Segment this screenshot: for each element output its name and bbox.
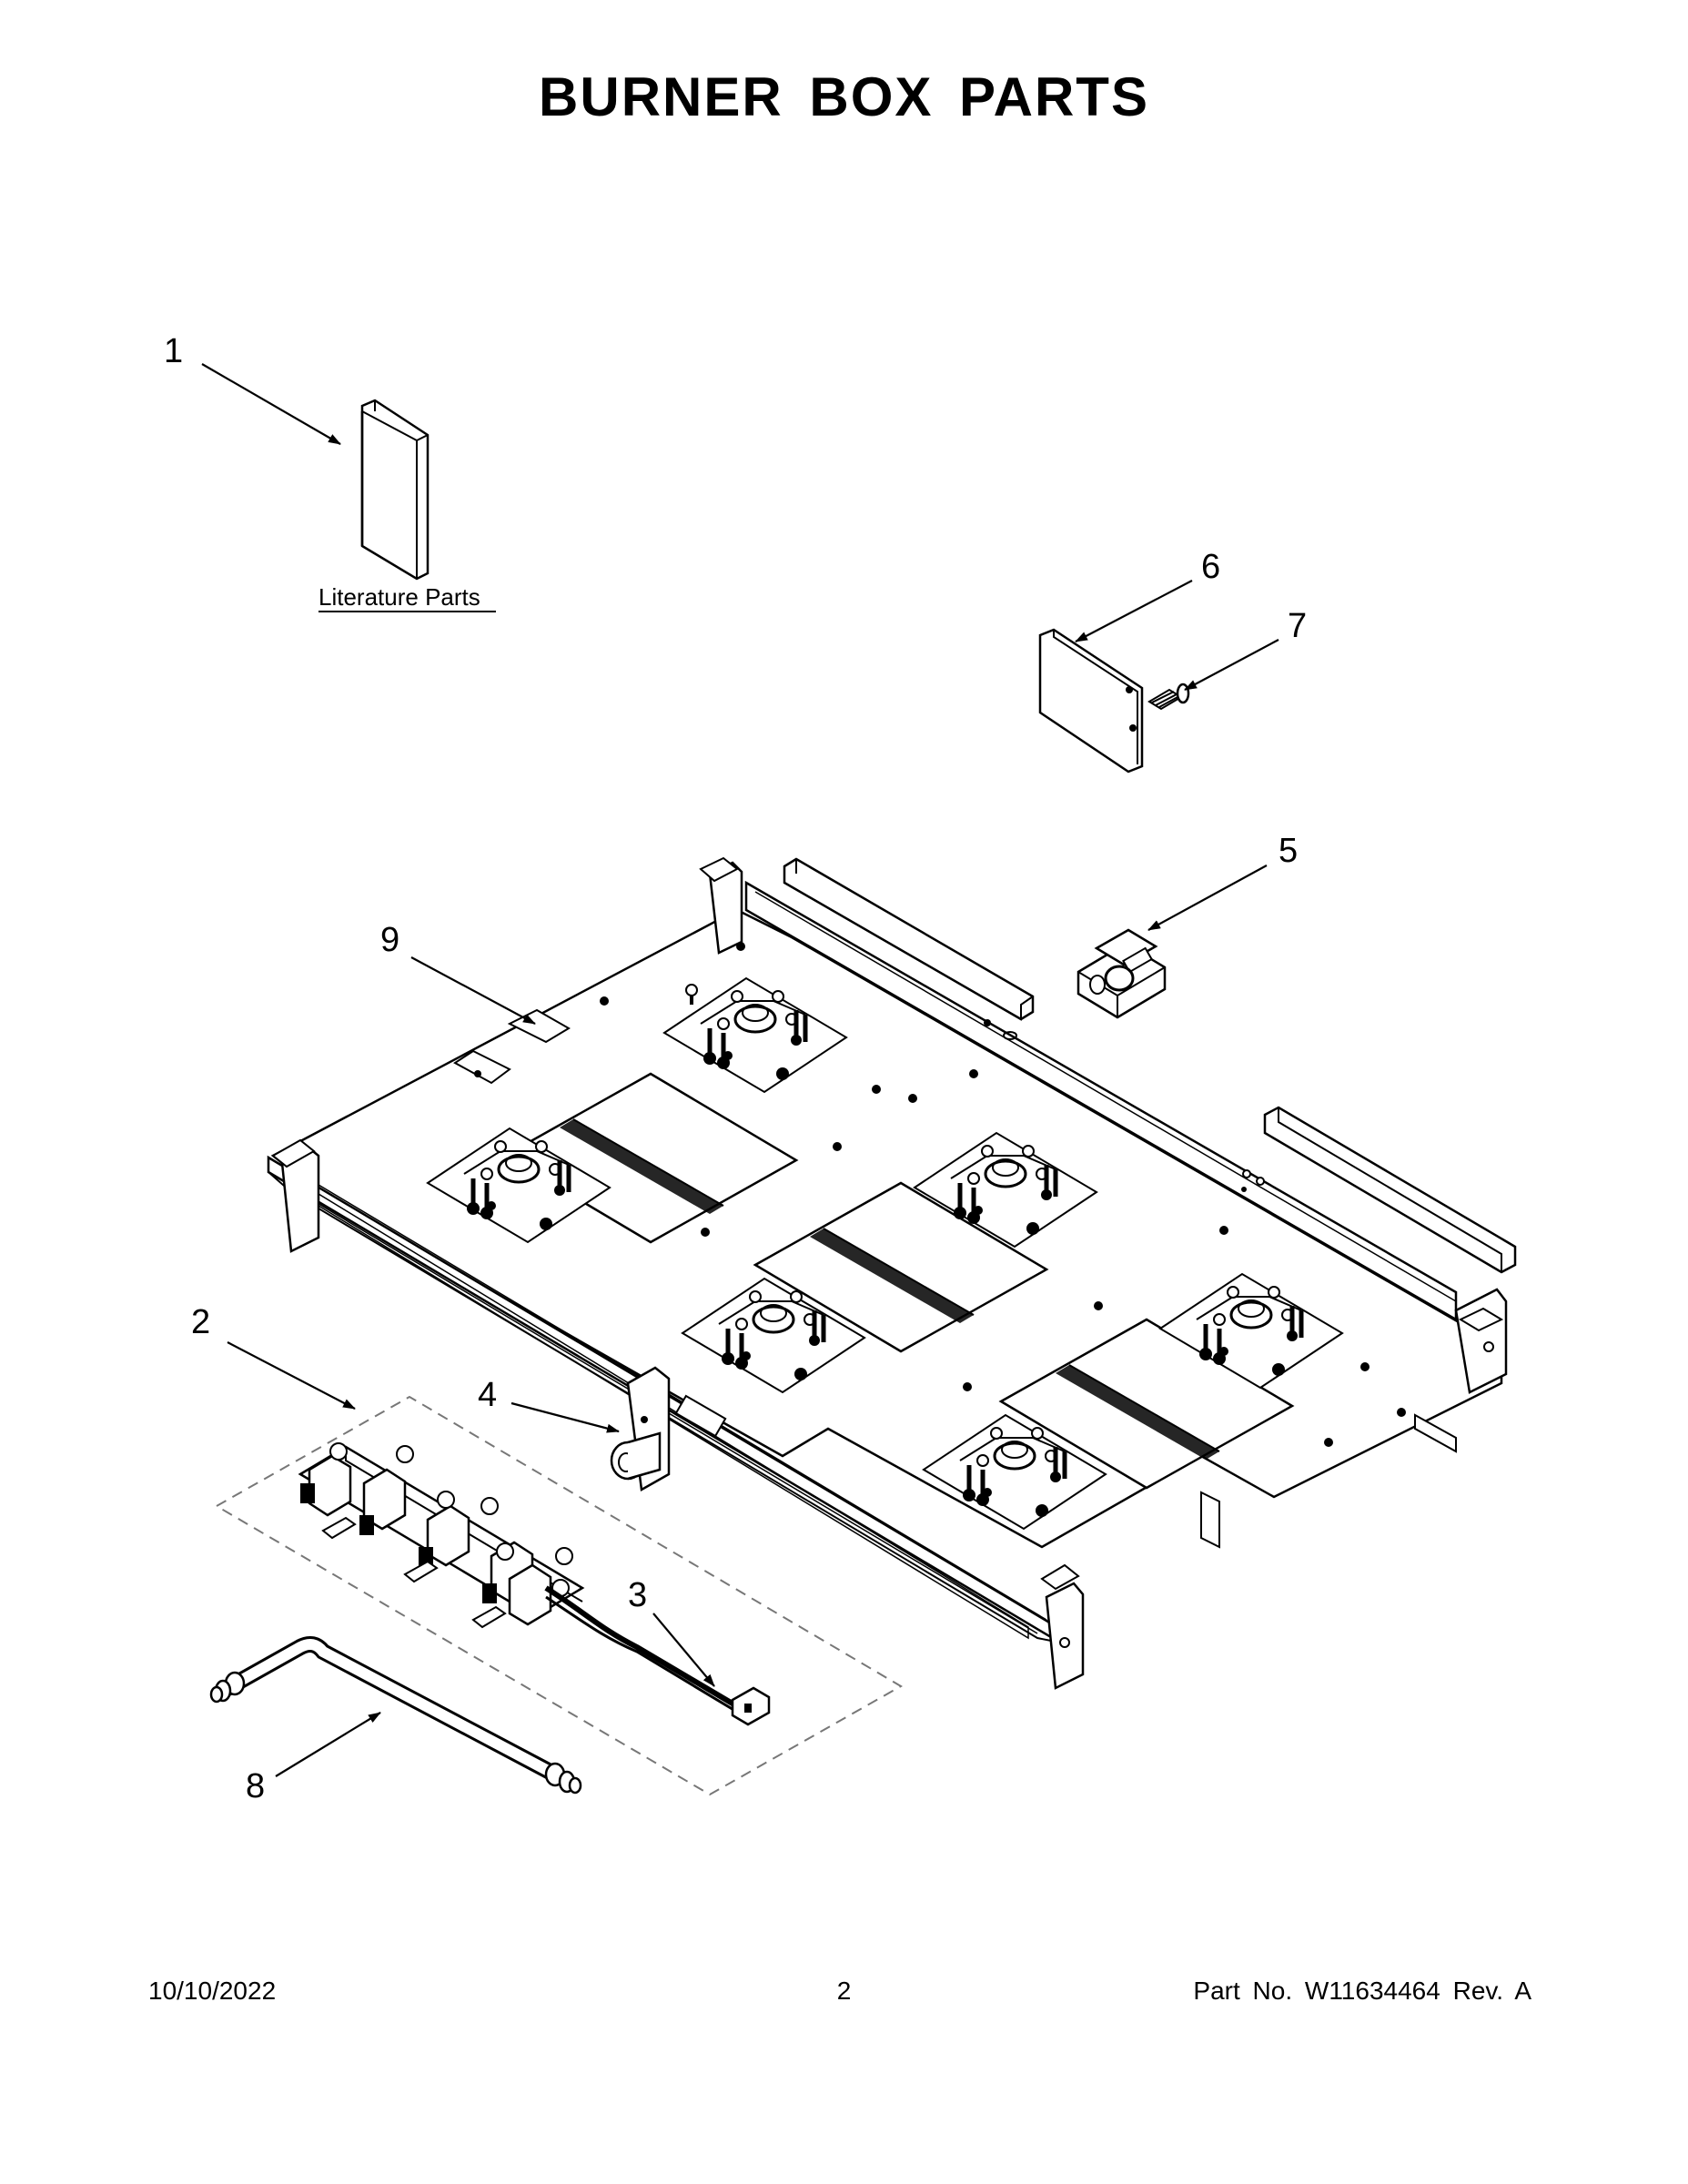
literature-parts-label: Literature Parts (318, 583, 480, 611)
page-title: BURNER BOX PARTS (539, 66, 1149, 127)
callout-3: 3 (628, 1576, 647, 1614)
leader-lines (201, 363, 1279, 1777)
burner-box-pan (267, 856, 1517, 1690)
callout-9: 9 (380, 921, 399, 959)
callout-2: 2 (191, 1303, 210, 1341)
valve-assembly-group (214, 1395, 903, 1796)
screw (1147, 682, 1190, 711)
burner-valve-assembly (298, 1442, 585, 1629)
footer-part-number: Part No. W11634464 Rev. A (1193, 1977, 1531, 2005)
gas-supply-tube (209, 1635, 582, 1795)
footer-date: 10/10/2022 (148, 1977, 277, 2005)
callout-4: 4 (478, 1376, 497, 1414)
callout-6: 6 (1201, 548, 1220, 586)
callout-5: 5 (1279, 832, 1298, 870)
callout-8: 8 (246, 1767, 265, 1805)
wire-harness (544, 1585, 771, 1726)
spark-module (1076, 928, 1167, 1019)
cover-plate (1038, 628, 1144, 774)
footer-page-number: 2 (836, 1977, 852, 2005)
callout-1: 1 (164, 332, 183, 370)
callout-7: 7 (1288, 607, 1307, 645)
literature-parts-booklet: Literature Parts (318, 399, 496, 612)
